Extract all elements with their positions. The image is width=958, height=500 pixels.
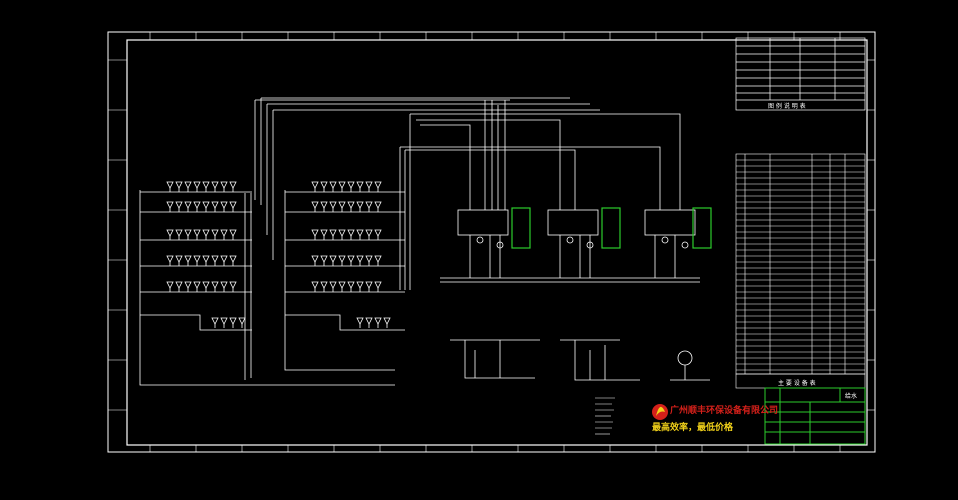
title-block-drawing-no: 给水 [845,392,857,400]
tank-system-diagram [399,100,700,290]
tank-green-outlines [511,207,712,249]
equipment-table [735,153,866,375]
company-slogan: 最高效率，最低价格 [652,421,734,433]
title-block [764,387,866,445]
border-tick-marks [108,32,875,452]
drawing-border [107,31,876,453]
legend-table [735,37,866,111]
lower-detail-diagrams [450,339,710,381]
company-name: 广州顺丰环保设备有限公司 [670,404,778,416]
company-logo [652,404,668,420]
left-riser-system-diagram [139,97,600,386]
notes-block [595,397,615,435]
equipment-table-title: 主 要 设 备 表 [778,379,816,387]
legend-table-title: 图 例 说 明 表 [768,102,806,110]
fixture-rows-left [166,181,391,328]
